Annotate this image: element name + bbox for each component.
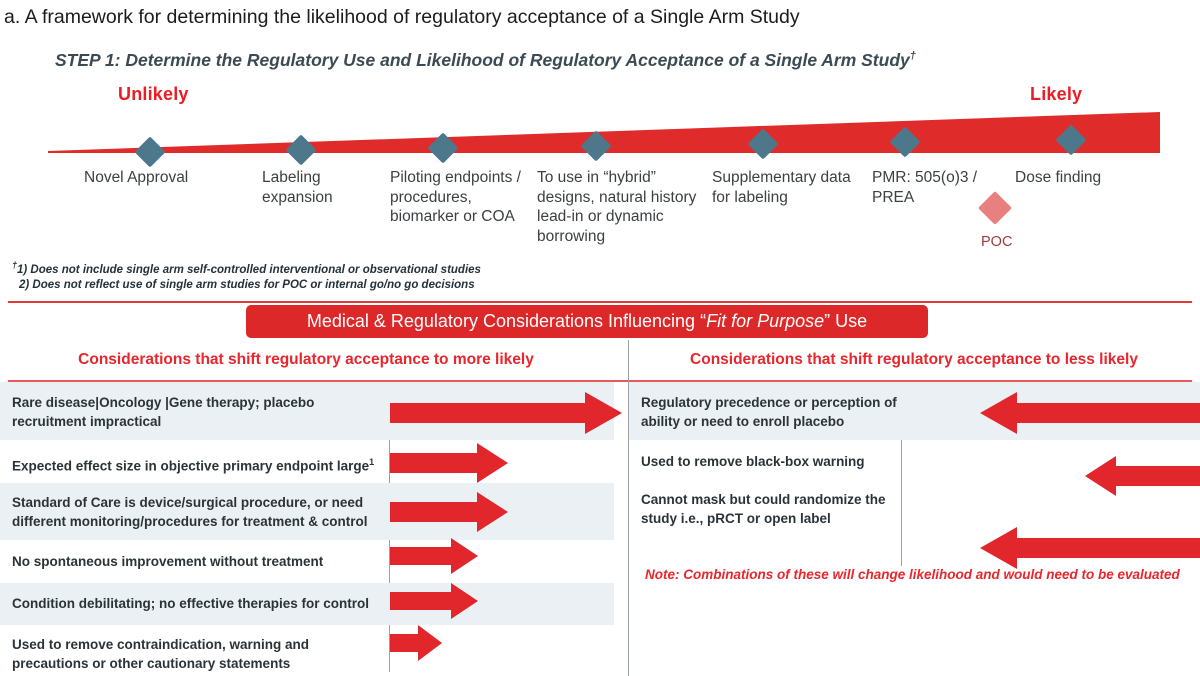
row-label: Cannot mask but could randomize the stud… — [641, 492, 886, 526]
row-label: Regulatory precedence or perception of a… — [641, 395, 897, 429]
spectrum-tick-label-7: Dose finding — [1015, 169, 1102, 186]
arrow-more-likely-5 — [390, 583, 478, 619]
row-label: Standard of Care is device/surgical proc… — [12, 495, 368, 529]
column-divider — [628, 340, 629, 676]
likelihood-spectrum: Unlikely Likely Novel Approval Labeling … — [0, 84, 1200, 266]
table-row: No spontaneous improvement without treat… — [0, 540, 614, 583]
banner-text-italic: Fit for Purpose — [706, 311, 825, 331]
table-row: Condition debilitating; no effective the… — [0, 583, 614, 625]
table-row: Cannot mask but could randomize the stud… — [629, 483, 1200, 543]
column-header-more-likely: Considerations that shift regulatory acc… — [78, 351, 534, 368]
poc-marker-label: POC — [981, 234, 1013, 250]
row-label: Rare disease|Oncology |Gene therapy; pla… — [12, 395, 315, 429]
right-considerations-table: Regulatory precedence or perception of a… — [629, 382, 1200, 676]
arrow-less-likely-2 — [1085, 456, 1200, 496]
footnote-line-2: 2) Does not reflect use of single arm st… — [19, 279, 475, 292]
spectrum-tick-label-5: Supplementary data for labeling — [712, 169, 851, 206]
footnotes: †1) Does not include single arm self-con… — [12, 258, 632, 294]
table-top-rule — [8, 380, 1192, 382]
step-title: STEP 1: Determine the Regulatory Use and… — [55, 44, 1175, 72]
arrow-more-likely-2 — [390, 443, 508, 483]
spectrum-label-likely: Likely — [1030, 84, 1083, 104]
column-header-less-likely: Considerations that shift regulatory acc… — [690, 351, 1138, 368]
arrow-more-likely-4 — [390, 538, 478, 574]
spectrum-tick-label-6: PMR: 505(o)3 / PREA — [872, 169, 978, 206]
arrow-more-likely-1 — [390, 392, 622, 434]
row-label-superscript: 1 — [369, 457, 375, 467]
spectrum-tick-label-2: Labeling expansion — [262, 169, 333, 206]
spectrum-tick-label-1: Novel Approval — [84, 169, 189, 186]
right-table-inner-divider — [901, 383, 902, 566]
row-label: No spontaneous improvement without treat… — [12, 554, 324, 569]
row-label: Condition debilitating; no effective the… — [12, 596, 370, 611]
table-row: Regulatory precedence or perception of a… — [629, 382, 1200, 440]
banner-text-before: Medical & Regulatory Considerations Infl… — [306, 311, 707, 331]
table-row: Expected effect size in objective primar… — [0, 440, 614, 483]
table-row: Standard of Care is device/surgical proc… — [0, 483, 614, 540]
footnote-dagger: † — [12, 260, 18, 270]
footnote-line-1: 1) Does not include single arm self-cont… — [17, 263, 481, 276]
arrow-more-likely-3 — [390, 492, 508, 532]
spectrum-tick-label-3: Piloting endpoints / procedures, biomark… — [390, 169, 521, 225]
spectrum-label-unlikely: Unlikely — [118, 84, 189, 104]
step-title-text: STEP 1: Determine the Regulatory Use and… — [55, 49, 910, 70]
banner-text-after: ” Use — [824, 311, 868, 331]
row-label: Used to remove black-box warning — [641, 454, 865, 469]
gradient-wedge — [48, 112, 1160, 153]
arrow-more-likely-6 — [390, 625, 442, 661]
figure-caption: a. A framework for determining the likel… — [4, 6, 800, 28]
section-banner: Medical & Regulatory Considerations Infl… — [246, 305, 928, 338]
section-divider-rule — [8, 301, 1192, 303]
table-row: Used to remove contraindication, warning… — [0, 625, 614, 676]
table-row: Used to remove black-box warning — [629, 440, 1200, 483]
row-label-text: Expected effect size in objective primar… — [12, 458, 370, 474]
evaluation-note: Note: Combinations of these will change … — [645, 567, 1180, 582]
row-label: Used to remove contraindication, warning… — [12, 637, 310, 671]
step-title-dagger: † — [909, 50, 916, 62]
row-label: Expected effect size in objective primar… — [12, 453, 382, 476]
arrow-less-likely-3 — [980, 527, 1200, 569]
spectrum-tick-label-4: To use in “hybrid” designs, natural hist… — [537, 169, 697, 245]
arrow-less-likely-1 — [980, 392, 1200, 434]
